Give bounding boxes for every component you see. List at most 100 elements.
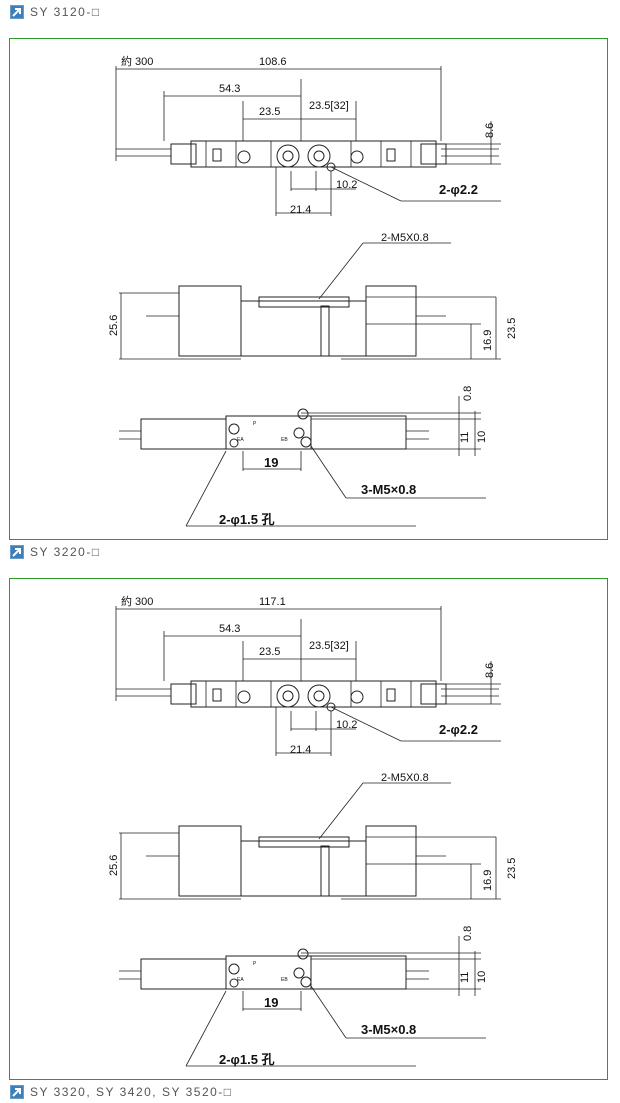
dimension-label: P [253,961,257,967]
solenoid-bottom [310,955,407,990]
dimension-label: 23.5 [506,858,518,879]
mount-hole [237,150,251,164]
dimension-label: EA [237,437,244,443]
section-title: SY 3120-□ [30,5,101,19]
port-circle [276,684,300,708]
dimension-label: 23.5[32] [309,100,349,112]
dimension-label: 25.6 [108,855,120,876]
dimension-label: 0.8 [462,926,474,941]
dimension-label: P [253,421,257,427]
arrow-link-icon [10,545,24,559]
dimension-label: 2-M5X0.8 [381,232,429,244]
port-circle [282,690,294,702]
dimension-label: 0.8 [462,386,474,401]
mount-hole [297,948,309,960]
dimension-label: 23.5 [506,318,518,339]
port-circle [276,144,300,168]
dimension-label: 54.3 [219,83,240,95]
port-circle [293,967,305,979]
dimension-label: 11 [459,432,471,443]
dimension-label: 21.4 [290,744,311,756]
port-circle [282,150,294,162]
port-circle [307,684,331,708]
spacer [320,845,330,897]
dimension-label: 19 [264,455,278,470]
leader-line [310,985,347,1039]
dimension-label: EB [281,977,288,983]
dimension-label: 2-φ2.2 [439,182,478,197]
connector [420,143,447,165]
dimension-label: 19 [264,995,278,1010]
leader-line [185,990,227,1067]
port-circle [293,427,305,439]
window [212,688,222,702]
arrow-link-icon [10,1085,24,1099]
window [386,148,396,162]
dimension-label: 23.5[32] [309,640,349,652]
port-circle [300,436,312,448]
leader-line [185,450,227,527]
dimension-label: 23.5 [259,106,280,118]
solenoid-right [365,285,417,357]
dimension-label: 10 [476,431,488,443]
section-header-sy3220[interactable]: SY 3220-□ [10,544,101,560]
valve-body-side-view [240,300,367,357]
leader-line [318,242,364,300]
dimension-label: 23.5 [259,646,280,658]
solenoid-left [178,825,242,897]
mount-hole [297,408,309,420]
section-title: SY 3220-□ [30,545,101,559]
leader-line [330,166,402,202]
dimension-label: 16.9 [482,870,494,891]
dimension-label: 11 [459,972,471,983]
dimension-label: 8.6 [484,123,496,138]
port-circle [300,976,312,988]
section-header-sy3320[interactable]: SY 3320, SY 3420, SY 3520-□ [10,1084,233,1100]
solenoid-right [365,825,417,897]
spacer [320,305,330,357]
mount-hole [350,150,364,164]
dimension-label: 3-M5×0.8 [361,482,416,497]
mount-hole [350,690,364,704]
port-block [258,296,350,308]
dimension-label: 2-φ1.5 孔 [219,1052,275,1067]
valve-body-bottom-view [225,415,312,450]
dimension-label: 117.1 [259,596,286,608]
connector [170,143,197,165]
arrow-link-icon [10,5,24,19]
port-circle [307,144,331,168]
valve-body-top-view [190,680,437,708]
valve-body-top-view [190,140,437,168]
mount-hole [237,690,251,704]
dimension-label: 10.2 [336,719,357,731]
window [386,688,396,702]
port-block [258,836,350,848]
port-circle [228,423,240,435]
dimension-label: 54.3 [219,623,240,635]
dimension-label: 16.9 [482,330,494,351]
dimension-label: 約 300 [121,54,153,68]
dimension-label: 2-M5X0.8 [381,772,429,784]
dimension-label: 2-φ1.5 孔 [219,512,275,527]
section-title: SY 3320, SY 3420, SY 3520-□ [30,1085,233,1099]
dimension-label: 21.4 [290,204,311,216]
dimension-label: 10.2 [336,179,357,191]
port-circle [313,150,325,162]
mount-hole [229,438,239,448]
dimension-label: 約 300 [121,594,153,608]
leader-line [318,782,364,840]
leader-line [310,445,347,499]
port-circle [313,690,325,702]
dimension-label: 10 [476,971,488,983]
connector [420,683,447,705]
dimension-label: 3-M5×0.8 [361,1022,416,1037]
section-header-sy3120[interactable]: SY 3120-□ [10,4,101,20]
solenoid-bottom [140,418,227,450]
dimension-label: EA [237,977,244,983]
window [212,148,222,162]
dimension-label: 8.6 [484,663,496,678]
solenoid-bottom [140,958,227,990]
port-circle [228,963,240,975]
solenoid-bottom [310,415,407,450]
